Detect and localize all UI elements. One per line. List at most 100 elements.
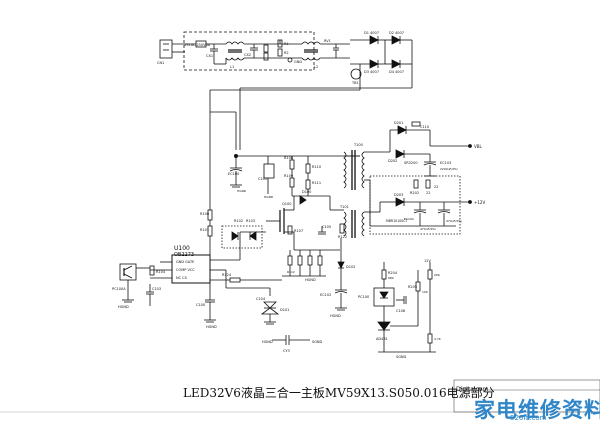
r205-label: R205: [408, 285, 417, 289]
resistor-r202: [413, 179, 419, 189]
d4-label: D4 4007: [389, 70, 404, 74]
u100-ic-body: [171, 254, 211, 284]
r124-label: R124: [222, 273, 232, 277]
c108-label: C108: [396, 309, 405, 313]
watermark-url: 520Ic.com: [510, 414, 547, 422]
r103-label: R103: [246, 219, 255, 223]
r204-value: 680: [388, 276, 394, 280]
cx2-label: CX2: [244, 53, 251, 57]
resistor-r203: [425, 179, 431, 189]
connector-rating-label: XS1AL-250V6A: [184, 43, 211, 47]
ec104-label: EC104: [404, 217, 414, 221]
resistor-r204: [381, 269, 387, 280]
d1-label: D1 4007: [364, 31, 379, 35]
choke-l2: [301, 41, 321, 61]
r110-label: R110: [312, 165, 321, 169]
controller-u100: U100 OB2273 GND GATE COMP VCC NC CS R124…: [150, 112, 289, 329]
r102-label: R102: [234, 219, 243, 223]
r204-label: R204: [388, 271, 398, 275]
l1-label: L1: [230, 65, 234, 69]
r207-value: 4.7K: [434, 337, 442, 341]
hgnd-label-5: HGND: [206, 325, 217, 329]
ec102-label: EC102: [320, 293, 331, 297]
l2-label: L2: [314, 65, 318, 69]
secondary-section: D201 VBL C110 D202 SR3200 EC103 2200uF/2…: [364, 121, 485, 235]
secondary-filter-box: [369, 175, 461, 235]
t101-label: T101: [339, 205, 349, 209]
choke-l1: [225, 41, 245, 61]
resistor-r201: [411, 121, 421, 127]
d203-label: D203: [394, 193, 403, 197]
r205-value: 10K: [422, 290, 429, 294]
d201-label: D201: [394, 121, 403, 125]
pc100-label: PC100: [358, 295, 369, 299]
ac-connector-cn1: [159, 39, 173, 59]
r111-label: R111: [312, 181, 321, 185]
r2-label: R2: [284, 51, 289, 55]
bridge-rectifier: D1 4007 D2 4007 D3 4007 D4 4007: [350, 31, 413, 90]
sgnd-label-2: SGND: [396, 355, 407, 359]
u100-pin-row-2: COMP VCC: [176, 268, 195, 272]
resistor-r121: [317, 255, 323, 266]
title-block: [0, 379, 600, 413]
d202-label: D202: [388, 159, 397, 163]
r203-value: 22: [434, 185, 438, 189]
thermistor-rt1: [287, 57, 293, 63]
d102-label: D102: [346, 265, 355, 269]
resistor-r120: [307, 255, 313, 266]
resistor-r206: [427, 269, 433, 280]
ec103-value: 2200uF/25v: [440, 167, 458, 171]
d100-label: D100: [302, 190, 311, 194]
cx1-label: CX1: [206, 54, 213, 58]
resistor-r2: [263, 52, 269, 61]
resistor-r1: [263, 44, 269, 53]
r107-label: R107: [294, 229, 303, 233]
c101-label: C101: [258, 177, 267, 181]
gate-drive-network: [221, 225, 263, 249]
ec100-label: EC100: [228, 172, 239, 176]
r202-value: 22: [426, 191, 430, 195]
tb1-label: TB1: [351, 81, 359, 85]
mbr-label: MBR10100CT: [386, 219, 408, 223]
pc100a-label: PC100A: [112, 287, 126, 291]
r206-value: 20K: [434, 273, 441, 277]
hgnd-label-6: HGND: [118, 305, 129, 309]
c104-label: C104: [256, 297, 266, 301]
watermark-text: 家电维修资料网: [474, 398, 600, 422]
cy3-label: CY3: [283, 349, 290, 353]
u100-pin-row-3: NC CS: [176, 276, 188, 280]
r109-label: R109: [284, 174, 293, 178]
sgnd-label-1: SGND: [312, 340, 323, 344]
transformer-t101: [343, 210, 365, 238]
r108-label: R108: [284, 156, 293, 160]
diagram-title: LED32V6液晶三合一主板MV59X13.S050.016电源部分: [183, 386, 495, 400]
r100-label: R100: [200, 212, 209, 216]
resistor-r4: [277, 48, 283, 57]
r202-label: R202: [410, 191, 419, 195]
c103-label: C103: [152, 287, 161, 291]
hgnd-label-1: HGND: [237, 189, 247, 193]
cn1-label: CN1: [157, 61, 164, 65]
u100-pin-row-1: GND GATE: [176, 260, 194, 264]
resistor-r109: [289, 177, 295, 188]
resistor-r104: [149, 265, 155, 276]
rv1-label: RV1: [324, 39, 331, 43]
hgnd-label-2: HGND: [264, 195, 274, 199]
resistor-r124: [229, 277, 241, 283]
d2-label: D2 4007: [389, 31, 404, 35]
cap2-value: 470uF/25v: [420, 227, 436, 231]
spark-gap-tb1: [350, 68, 362, 80]
resistor-r107: [287, 225, 293, 235]
d101-label: D101: [280, 308, 289, 312]
vbl-output-label: VBL: [474, 144, 482, 149]
r112-label: R112: [287, 270, 295, 274]
resistor-r110: [305, 163, 311, 174]
primary-section: EC100 HGND C101 HGND R108 R109 R110 R111…: [228, 143, 365, 318]
v12-feedback-label: 12V: [424, 259, 431, 263]
resistor-r122: [339, 223, 345, 234]
u100-part: OB2273: [174, 252, 194, 258]
u100-ref: U100: [174, 245, 190, 252]
hgnd-label-3: HGND: [305, 278, 316, 282]
hgnd-label-7: HGND: [262, 340, 273, 344]
